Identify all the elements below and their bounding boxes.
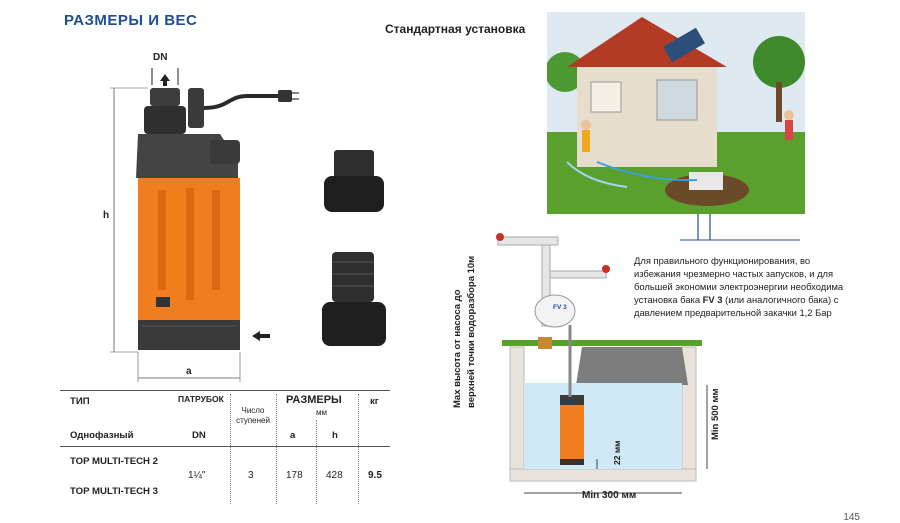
model-row-1: TOP MULTI-TECH 2 xyxy=(70,456,158,467)
installation-title: Стандартная установка xyxy=(385,22,526,36)
mm-22-label: 22 мм xyxy=(612,440,622,465)
max-height-label-2: верхней точки водоразбора 10м xyxy=(466,255,477,408)
sub-a-label: a xyxy=(290,430,296,441)
sub-dn-label: DN xyxy=(192,430,206,441)
page-number: 145 xyxy=(843,512,860,523)
shared-stages: 3 xyxy=(248,470,254,481)
min-500-label: Min 500 мм xyxy=(710,388,721,440)
shared-kg: 9.5 xyxy=(368,470,382,481)
max-height-label-1: Max высота от насоса до xyxy=(452,289,463,409)
sub-h-label: h xyxy=(332,430,338,441)
shared-h: 428 xyxy=(326,470,343,481)
installation-diagram xyxy=(496,233,708,494)
col-weight-header: кг xyxy=(370,396,379,407)
sub-phase-label: Однофазный xyxy=(70,430,134,441)
col-type-header: ТИП xyxy=(70,396,90,407)
col-dims-unit: мм xyxy=(316,408,327,417)
dim-dn-label: DN xyxy=(153,52,168,63)
tank-label: FV 3 xyxy=(553,304,567,311)
dim-a-label: a xyxy=(186,366,192,377)
shared-dn: 1¼" xyxy=(188,470,206,481)
callout-lines xyxy=(680,214,800,241)
col-dims-header: РАЗМЕРЫ xyxy=(286,394,342,406)
pump-drawing xyxy=(110,68,299,382)
spec-table: ТИП ПАТРУБОК Число ступеней РАЗМЕРЫ мм к… xyxy=(60,390,390,510)
house-illustration xyxy=(547,12,805,214)
min-300-label: Min 300 мм xyxy=(582,490,637,501)
col-stages-header: Число ступеней xyxy=(236,406,270,425)
fittings-drawing xyxy=(322,150,386,346)
model-row-2: TOP MULTI-TECH 3 xyxy=(70,486,158,497)
section-title: РАЗМЕРЫ И ВЕС xyxy=(64,12,198,29)
installation-note: Для правильного функционирования, во изб… xyxy=(634,255,844,318)
shared-a: 178 xyxy=(286,470,303,481)
col-port-header: ПАТРУБОК xyxy=(178,394,224,404)
dim-h-label: h xyxy=(103,210,110,221)
